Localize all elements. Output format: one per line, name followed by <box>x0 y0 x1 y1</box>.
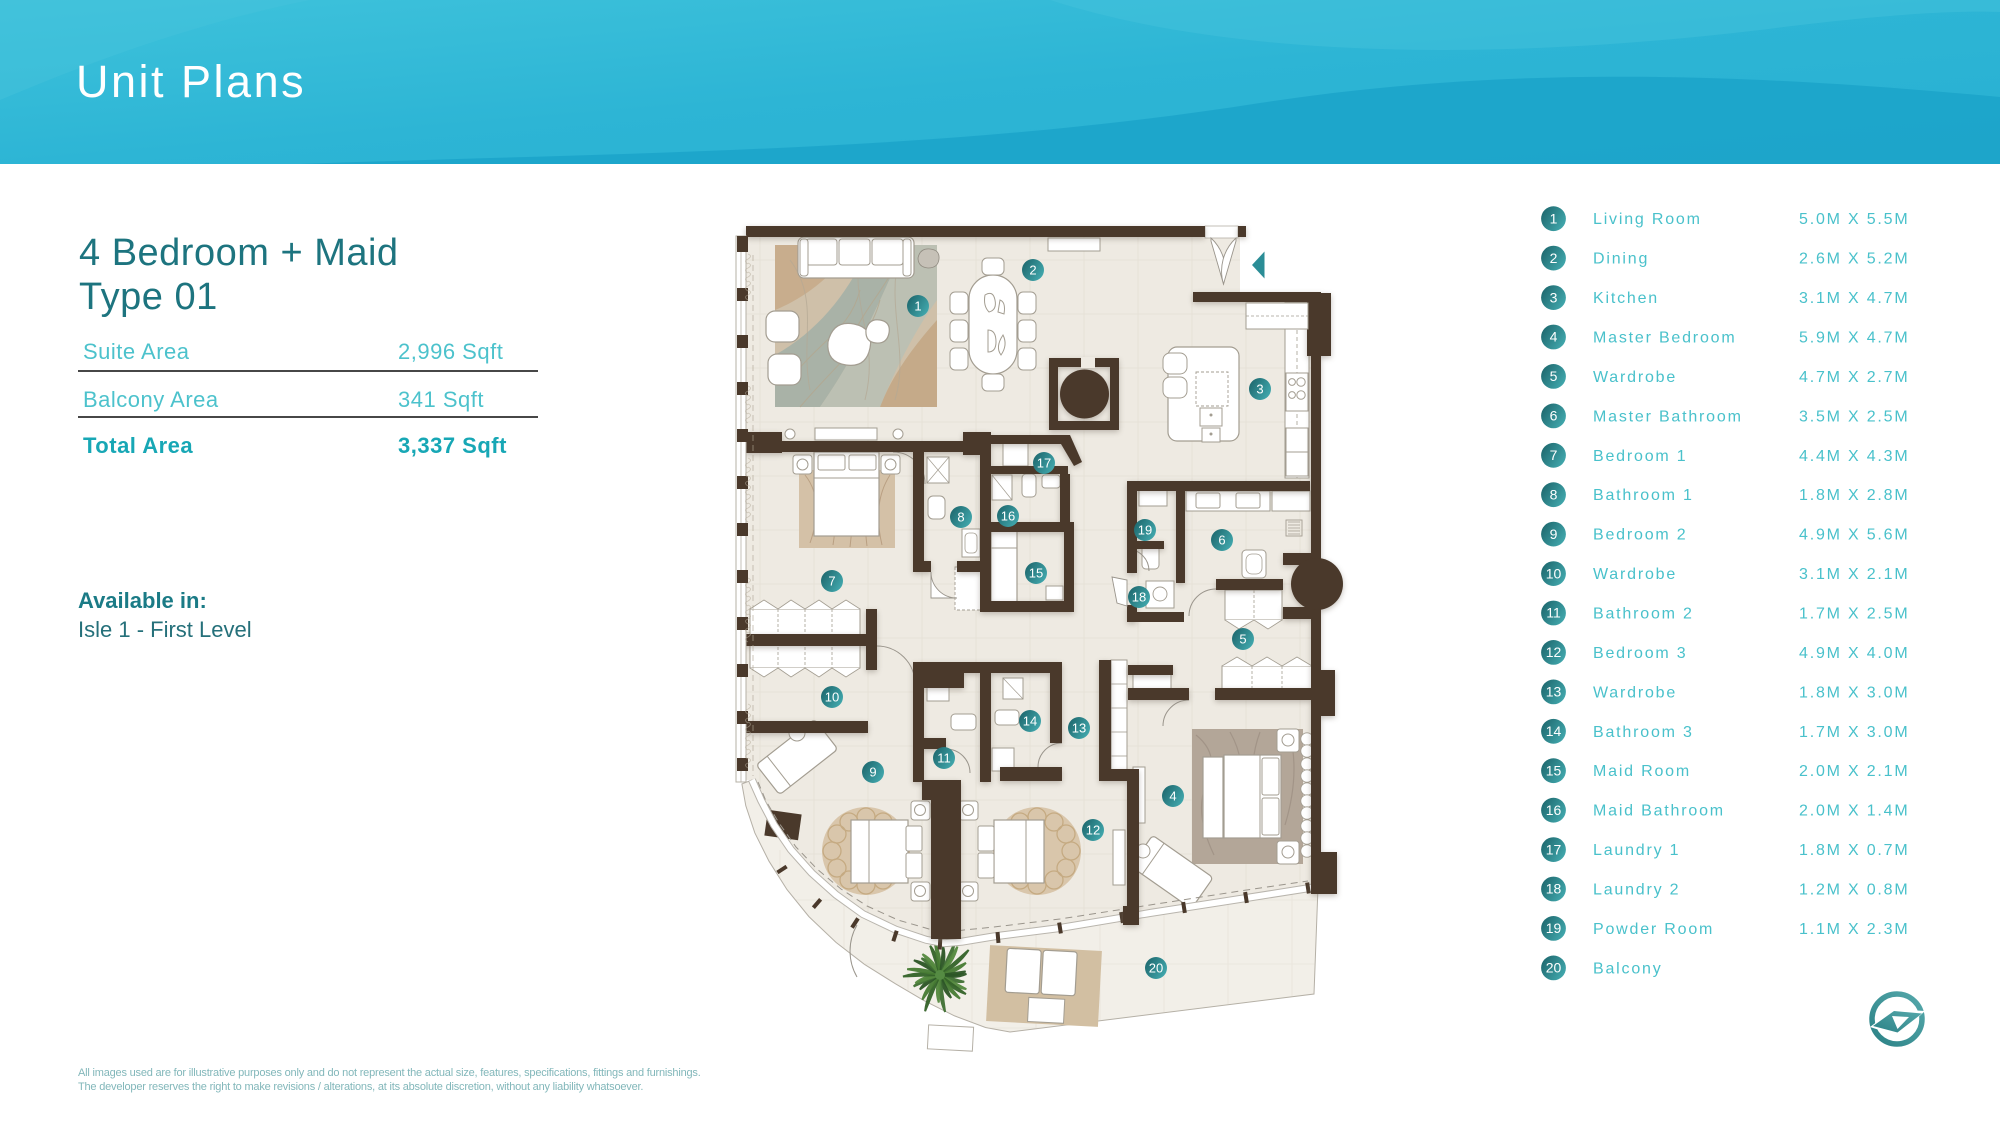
svg-text:3.1M X 4.7M: 3.1M X 4.7M <box>1799 290 1910 307</box>
svg-text:17: 17 <box>1037 456 1051 471</box>
svg-text:1.8M X 0.7M: 1.8M X 0.7M <box>1799 842 1910 859</box>
svg-text:17: 17 <box>1546 841 1562 857</box>
svg-text:Wardrobe: Wardrobe <box>1593 369 1677 386</box>
svg-text:18: 18 <box>1132 590 1146 605</box>
svg-text:11: 11 <box>1546 605 1561 621</box>
svg-text:16: 16 <box>1001 509 1015 524</box>
svg-text:Powder Room: Powder Room <box>1593 921 1714 938</box>
svg-text:3: 3 <box>1550 289 1558 305</box>
svg-text:10: 10 <box>1546 565 1562 581</box>
svg-text:18: 18 <box>1546 881 1562 897</box>
svg-text:1.7M X 3.0M: 1.7M X 3.0M <box>1799 724 1910 741</box>
svg-text:9: 9 <box>1550 526 1558 542</box>
svg-text:1: 1 <box>914 299 921 314</box>
svg-text:1.7M X 2.5M: 1.7M X 2.5M <box>1799 606 1910 623</box>
svg-text:5.9M X 4.7M: 5.9M X 4.7M <box>1799 330 1910 347</box>
svg-text:7: 7 <box>1550 447 1558 463</box>
svg-text:Laundry 1: Laundry 1 <box>1593 842 1680 859</box>
svg-text:Master Bedroom: Master Bedroom <box>1593 330 1736 347</box>
svg-text:13: 13 <box>1546 684 1562 700</box>
svg-text:1.1M X 2.3M: 1.1M X 2.3M <box>1799 921 1910 938</box>
svg-text:4.9M X 5.6M: 4.9M X 5.6M <box>1799 527 1910 544</box>
svg-text:Bedroom 3: Bedroom 3 <box>1593 645 1687 662</box>
svg-text:6: 6 <box>1550 408 1558 424</box>
svg-text:4.9M X 4.0M: 4.9M X 4.0M <box>1799 645 1910 662</box>
svg-text:6: 6 <box>1218 533 1225 548</box>
svg-text:4.4M X 4.3M: 4.4M X 4.3M <box>1799 448 1910 465</box>
svg-text:4: 4 <box>1169 789 1176 804</box>
svg-text:Wardrobe: Wardrobe <box>1593 566 1677 583</box>
svg-text:2.6M X 5.2M: 2.6M X 5.2M <box>1799 251 1910 268</box>
svg-text:16: 16 <box>1546 802 1562 818</box>
svg-text:3.5M X 2.5M: 3.5M X 2.5M <box>1799 408 1910 425</box>
svg-text:Bathroom 1: Bathroom 1 <box>1593 487 1694 504</box>
svg-text:Maid Bathroom: Maid Bathroom <box>1593 803 1725 820</box>
svg-text:12: 12 <box>1086 823 1100 838</box>
svg-text:3: 3 <box>1256 382 1263 397</box>
svg-text:15: 15 <box>1546 762 1562 778</box>
svg-text:Kitchen: Kitchen <box>1593 290 1659 307</box>
svg-text:Master Bathroom: Master Bathroom <box>1593 408 1743 425</box>
svg-text:8: 8 <box>957 510 964 525</box>
svg-text:Balcony: Balcony <box>1593 960 1663 977</box>
svg-text:19: 19 <box>1546 920 1562 936</box>
svg-text:Bathroom 2: Bathroom 2 <box>1593 606 1694 623</box>
svg-text:5: 5 <box>1239 632 1246 647</box>
svg-text:2.0M X 2.1M: 2.0M X 2.1M <box>1799 763 1910 780</box>
svg-text:2.0M X 1.4M: 2.0M X 1.4M <box>1799 803 1910 820</box>
svg-text:Living Room: Living Room <box>1593 211 1702 228</box>
svg-text:2: 2 <box>1029 263 1036 278</box>
svg-text:Laundry 2: Laundry 2 <box>1593 882 1680 899</box>
svg-text:13: 13 <box>1072 721 1086 736</box>
svg-text:1: 1 <box>1550 210 1558 226</box>
svg-text:Bedroom 2: Bedroom 2 <box>1593 527 1687 544</box>
svg-text:1.8M X 3.0M: 1.8M X 3.0M <box>1799 684 1910 701</box>
svg-text:8: 8 <box>1550 486 1558 502</box>
svg-text:Wardrobe: Wardrobe <box>1593 684 1677 701</box>
svg-text:20: 20 <box>1149 961 1163 976</box>
svg-text:Dining: Dining <box>1593 251 1649 268</box>
svg-text:Bedroom 1: Bedroom 1 <box>1593 448 1687 465</box>
svg-text:7: 7 <box>828 574 835 589</box>
svg-text:14: 14 <box>1023 714 1037 729</box>
svg-text:3.1M X 2.1M: 3.1M X 2.1M <box>1799 566 1910 583</box>
svg-text:12: 12 <box>1546 644 1562 660</box>
svg-text:4: 4 <box>1550 329 1558 345</box>
svg-text:5: 5 <box>1550 368 1558 384</box>
svg-text:19: 19 <box>1138 523 1152 538</box>
svg-text:1.8M X 2.8M: 1.8M X 2.8M <box>1799 487 1910 504</box>
svg-text:Maid Room: Maid Room <box>1593 763 1691 780</box>
svg-text:9: 9 <box>869 765 876 780</box>
svg-text:Bathroom 3: Bathroom 3 <box>1593 724 1694 741</box>
svg-text:11: 11 <box>937 751 951 766</box>
svg-text:5.0M X 5.5M: 5.0M X 5.5M <box>1799 211 1910 228</box>
svg-text:14: 14 <box>1546 723 1562 739</box>
svg-text:10: 10 <box>825 690 839 705</box>
svg-text:2: 2 <box>1550 250 1558 266</box>
svg-text:15: 15 <box>1029 566 1043 581</box>
svg-text:20: 20 <box>1546 960 1562 976</box>
svg-text:4.7M X 2.7M: 4.7M X 2.7M <box>1799 369 1910 386</box>
svg-text:1.2M X 0.8M: 1.2M X 0.8M <box>1799 882 1910 899</box>
